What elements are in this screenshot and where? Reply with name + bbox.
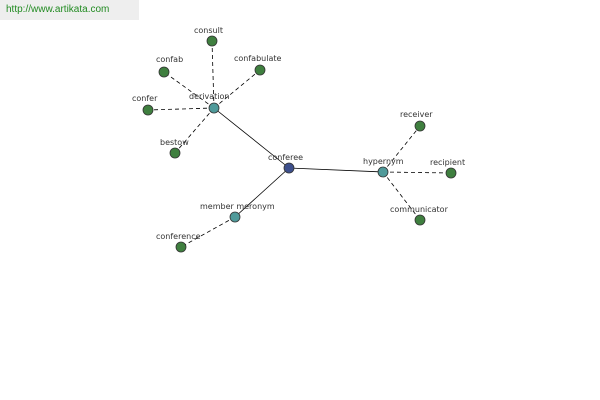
node-label-confab: confab <box>156 55 183 64</box>
node-label-conferee: conferee <box>268 153 303 162</box>
node-hypernym[interactable] <box>377 166 389 178</box>
node-label-bestow: bestow <box>160 138 189 147</box>
labels-layer: conferee derivation hypernym member meronym… <box>132 26 465 241</box>
edge-member-meronym-to-conference <box>180 216 236 248</box>
node-member-meronym[interactable] <box>229 211 241 223</box>
edge-hypernym-to-recipient <box>382 171 452 174</box>
edge-derivation-to-bestow <box>174 107 215 154</box>
node-label-communicator: communicator <box>390 205 449 214</box>
node-receiver[interactable] <box>414 120 426 132</box>
site-url-text: http://www.artikata.com <box>6 4 110 15</box>
node-derivation[interactable] <box>208 102 220 114</box>
node-label-receiver: receiver <box>400 110 433 119</box>
node-label-confabulate: confabulate <box>234 54 281 63</box>
node-communicator[interactable] <box>414 214 426 226</box>
node-conferee[interactable] <box>283 162 295 174</box>
edge-hypernym-to-communicator <box>382 171 421 221</box>
edge-conferee-to-derivation <box>213 107 290 169</box>
edges-layer <box>147 40 452 248</box>
node-label-hypernym: hypernym <box>363 157 404 166</box>
edge-derivation-to-confer <box>147 107 215 111</box>
node-confabulate[interactable] <box>254 64 266 76</box>
node-label-confer: confer <box>132 94 158 103</box>
node-bestow[interactable] <box>169 147 181 159</box>
node-consult[interactable] <box>206 35 218 47</box>
node-label-recipient: recipient <box>430 158 465 167</box>
node-recipient[interactable] <box>445 167 457 179</box>
site-banner: http://www.artikata.com <box>0 0 139 20</box>
node-confer[interactable] <box>142 104 154 116</box>
edge-derivation-to-confab <box>163 71 215 109</box>
node-label-consult: consult <box>194 26 223 35</box>
node-label-conference: conference <box>156 232 201 241</box>
node-confab[interactable] <box>158 66 170 78</box>
edge-derivation-to-confabulate <box>213 69 261 109</box>
nodes-layer <box>142 35 457 253</box>
edge-hypernym-to-receiver <box>382 125 421 173</box>
node-label-member-meronym: member meronym <box>200 202 275 211</box>
edge-conferee-to-hypernym <box>288 167 384 173</box>
node-conference[interactable] <box>175 241 187 253</box>
node-label-derivation: derivation <box>189 92 229 101</box>
edge-conferee-to-member-meronym <box>234 167 290 218</box>
